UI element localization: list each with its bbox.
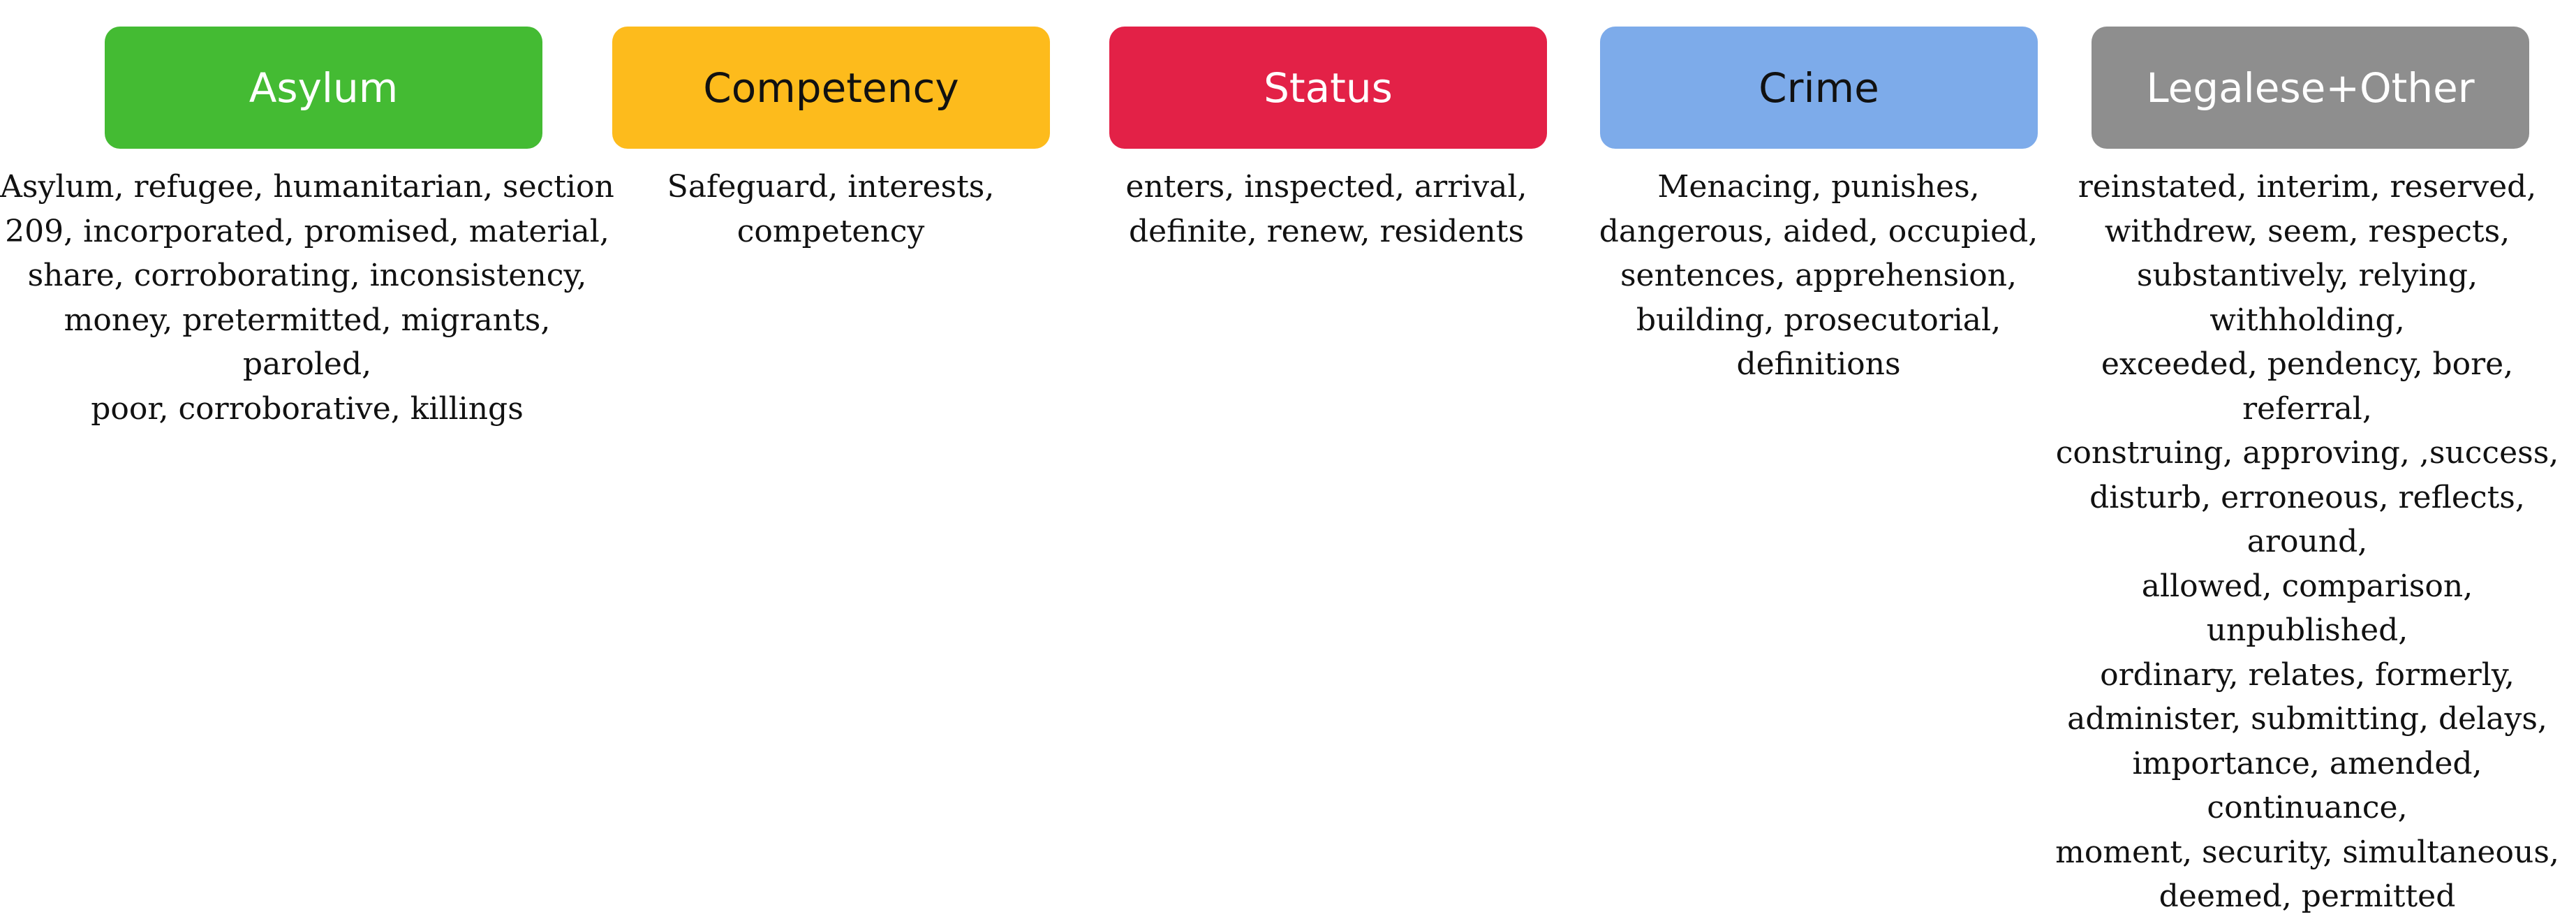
category-column-crime: Crime Menacing, punishes, dangerous, aid…	[1592, 0, 2045, 712]
category-column-asylum: Asylum Asylum, refugee, humanitarian, se…	[0, 0, 614, 712]
category-label-legalese-other: Legalese+Other	[2146, 64, 2475, 112]
category-terms-competency: Safeguard, interests, competency	[667, 169, 995, 249]
category-header-status: Status	[1109, 27, 1547, 149]
category-column-status: Status enters, inspected, arrival, defin…	[1103, 0, 1550, 712]
category-terms-crime: Menacing, punishes, dangerous, aided, oc…	[1599, 169, 2038, 382]
category-label-status: Status	[1264, 64, 1393, 112]
category-column-competency: Competency Safeguard, interests, compete…	[607, 0, 1054, 712]
category-header-crime: Crime	[1600, 27, 2038, 149]
category-label-competency: Competency	[703, 64, 959, 112]
category-header-legalese-other: Legalese+Other	[2092, 27, 2529, 149]
category-terms-asylum: Asylum, refugee, humanitarian, section 2…	[0, 169, 614, 427]
category-header-competency: Competency	[612, 27, 1050, 149]
category-label-crime: Crime	[1759, 64, 1879, 112]
category-header-asylum: Asylum	[105, 27, 542, 149]
category-terms-legalese-other: reinstated, interim, reserved, withdrew,…	[2055, 169, 2559, 914]
category-column-legalese-other: Legalese+Other reinstated, interim, rese…	[2038, 0, 2576, 914]
category-terms-status: enters, inspected, arrival, definite, re…	[1125, 169, 1527, 249]
category-label-asylum: Asylum	[249, 64, 399, 112]
